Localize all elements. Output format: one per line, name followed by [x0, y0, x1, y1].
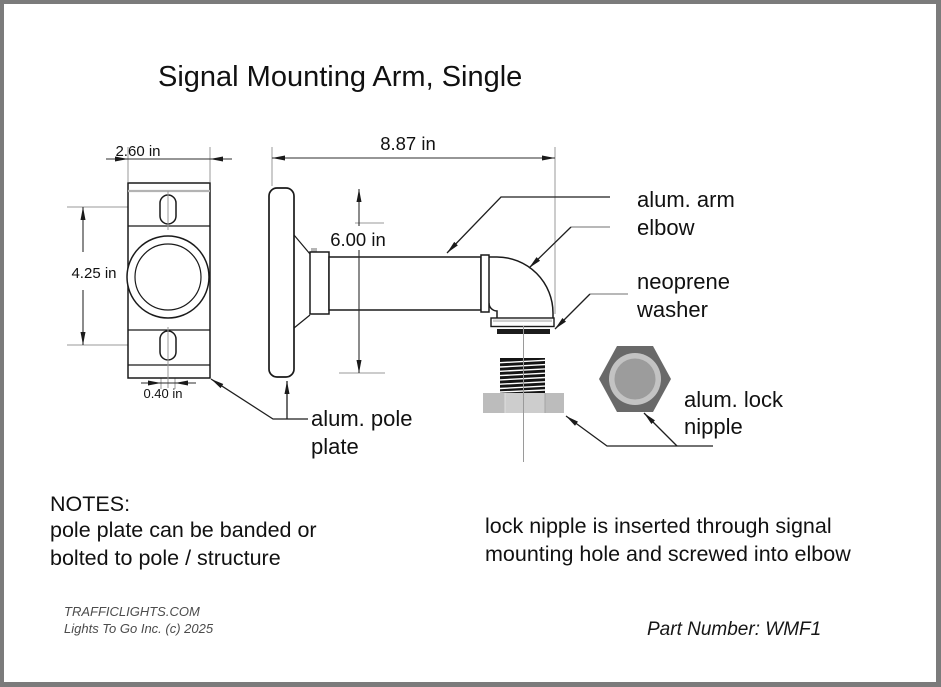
dimension-arm-length: 8.87 in	[272, 133, 555, 161]
elbow-inlet-ring	[480, 254, 490, 313]
pole-plate-front-view	[126, 182, 211, 388]
elbow-outlet-flange	[490, 317, 555, 328]
leader-washer	[554, 293, 591, 330]
footer-site: TRAFFICLIGHTS.COM	[64, 604, 200, 619]
dim-label-slot-width: 0.40 in	[143, 386, 182, 401]
page-title: Signal Mounting Arm, Single	[158, 61, 522, 93]
notes-heading: NOTES:	[50, 492, 130, 516]
leader-plate-front	[210, 378, 308, 420]
callout-arm: alum. arm	[637, 187, 735, 212]
dimension-plate-width: 2.60 in	[106, 143, 232, 162]
callout-labels: alum. arm elbow neoprene washer alum. lo…	[311, 187, 784, 459]
pole-plate-side-view	[268, 187, 330, 378]
lock-nipple-side-view	[483, 326, 564, 462]
dim-label-hole-spacing: 4.25 in	[71, 265, 116, 282]
notes-line2: bolted to pole / structure	[50, 546, 281, 570]
dim-label-plate-width: 2.60 in	[115, 143, 160, 160]
notes-line1: pole plate can be banded or	[50, 518, 317, 542]
arm-collar	[309, 251, 330, 315]
callout-plate-line1: alum. pole	[311, 406, 413, 431]
dimension-slot-width: 0.40 in	[141, 380, 196, 401]
callout-washer-line1: neoprene	[637, 269, 730, 294]
dimension-hole-spacing: 4.25 in	[71, 207, 117, 345]
callout-nipple-line2: nipple	[684, 414, 743, 439]
dim-label-plate-height: 6.00 in	[330, 229, 386, 250]
hex-bore	[614, 358, 656, 400]
assembly-note-line2: mounting hole and screwed into elbow	[485, 542, 851, 566]
part-number: Part Number: WMF1	[647, 619, 821, 640]
callout-elbow: elbow	[637, 215, 695, 240]
callout-washer-line2: washer	[636, 297, 708, 322]
footer-block: TRAFFICLIGHTS.COM Lights To Go Inc. (c) …	[64, 604, 821, 640]
leader-nipple-side	[565, 415, 713, 447]
callout-nipple-line1: alum. lock	[684, 387, 784, 412]
leader-nipple-top	[643, 412, 678, 447]
notes-block: NOTES: pole plate can be banded or bolte…	[50, 492, 317, 570]
assembly-note-block: lock nipple is inserted through signal m…	[485, 514, 851, 566]
leader-arm	[446, 196, 610, 254]
arm-tube	[328, 256, 482, 311]
arm-elbow	[480, 254, 555, 328]
dim-label-arm-length: 8.87 in	[380, 133, 436, 154]
plate-center-hole-inner	[134, 243, 202, 311]
assembly-note-line1: lock nipple is inserted through signal	[485, 514, 832, 538]
lock-nipple-top-view	[599, 346, 671, 412]
callout-leaders	[210, 196, 713, 447]
dimension-plate-height: 6.00 in	[330, 189, 386, 373]
leader-elbow	[528, 226, 572, 269]
callout-plate-line2: plate	[311, 434, 359, 459]
footer-copyright: Lights To Go Inc. (c) 2025	[64, 621, 214, 636]
